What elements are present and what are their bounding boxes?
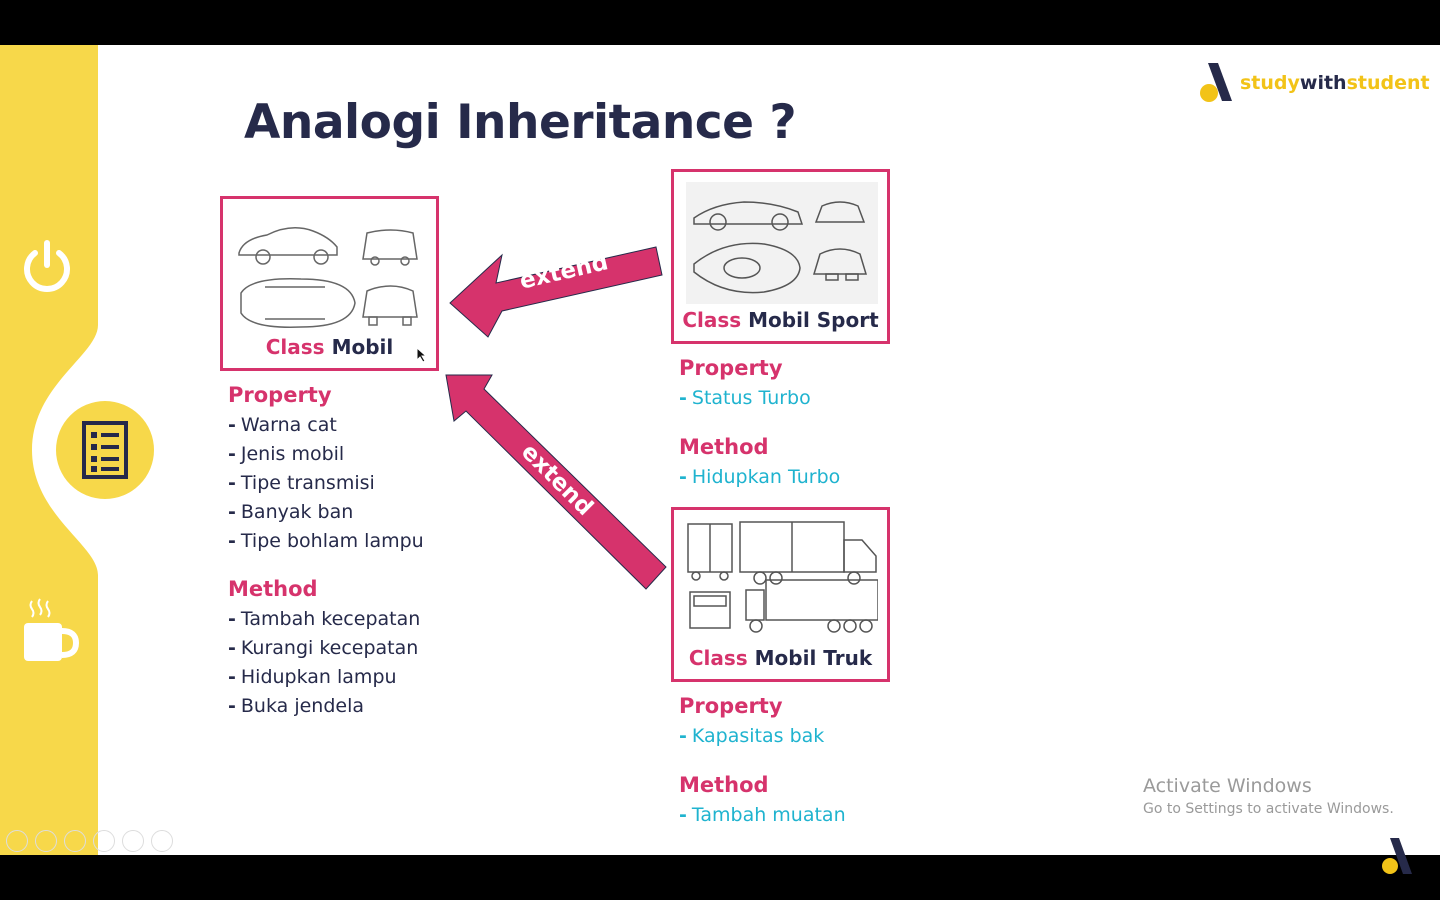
logo-text-study: study (1240, 72, 1300, 94)
list-item: -Kurangi kecepatan (228, 637, 419, 659)
slideshow-controls (6, 830, 173, 852)
extend-arrow-sport (449, 246, 663, 338)
list-item: -Tipe bohlam lampu (228, 530, 424, 552)
power-button[interactable] (16, 235, 78, 297)
class-mobil-truk-card: Class Mobil Truk (671, 507, 890, 682)
list-item: -Hidupkan lampu (228, 666, 397, 688)
logo-text-student: student (1346, 72, 1430, 94)
sport-method-block: Method -Hidupkan Turbo (679, 435, 840, 492)
agenda-button[interactable] (56, 401, 154, 499)
car-blueprint-image (238, 227, 418, 328)
class-mobil-sport-card: Class Mobil Sport (671, 169, 890, 344)
break-button[interactable] (18, 597, 80, 665)
truk-property-heading: Property (679, 694, 783, 718)
class-mobil-card: Class Mobil (220, 196, 439, 371)
activate-windows-title: Activate Windows (1143, 775, 1312, 797)
brand-logo: studywithstudent (1198, 61, 1430, 105)
top-letterbox (0, 0, 1440, 45)
coffee-icon (24, 598, 80, 661)
sport-property-heading: Property (679, 356, 783, 380)
previous-slide-icon[interactable] (6, 830, 28, 852)
zoom-icon[interactable] (122, 830, 144, 852)
class-mobil-truk-caption: Class Mobil Truk (688, 646, 873, 670)
list-item: -Tambah muatan (679, 804, 846, 826)
sport-method-heading: Method (679, 435, 769, 459)
mouse-cursor-icon (416, 347, 428, 363)
class-mobil-caption: Class Mobil (265, 335, 394, 359)
power-icon (24, 240, 70, 292)
next-slide-icon[interactable] (35, 830, 57, 852)
list-item: -Warna cat (228, 414, 337, 436)
slide-title: Analogi Inheritance ? (244, 95, 797, 150)
list-item: -Tipe transmisi (228, 472, 375, 494)
logo-text-with: with (1299, 72, 1347, 94)
mobil-property-heading: Property (228, 383, 332, 407)
activate-windows-subtitle: Go to Settings to activate Windows. (1143, 801, 1394, 817)
class-mobil-sport-caption: Class Mobil Sport (682, 308, 879, 332)
mobil-method-block: Method -Tambah kecepatan -Kurangi kecepa… (228, 577, 420, 721)
mobil-method-heading: Method (228, 577, 318, 601)
truck-blueprint-image (687, 521, 878, 633)
bottom-letterbox (0, 855, 1440, 900)
corner-brand-mark-icon (1382, 838, 1412, 874)
list-item: -Buka jendela (228, 695, 365, 717)
truk-method-heading: Method (679, 773, 769, 797)
sport-property-block: Property -Status Turbo (679, 356, 811, 413)
list-item: -Status Turbo (679, 387, 811, 409)
pen-tool-icon[interactable] (64, 830, 86, 852)
more-options-icon[interactable] (151, 830, 173, 852)
list-item: -Jenis mobil (228, 443, 345, 465)
truk-property-block: Property -Kapasitas bak (679, 694, 824, 751)
list-item: -Kapasitas bak (679, 725, 825, 747)
activate-windows-watermark: Activate Windows Go to Settings to activ… (1143, 775, 1394, 817)
list-item: -Banyak ban (228, 501, 354, 523)
extend-arrow-truk (445, 374, 667, 590)
truk-method-block: Method -Tambah muatan (679, 773, 846, 830)
see-all-slides-icon[interactable] (93, 830, 115, 852)
list-item: -Hidupkan Turbo (679, 466, 841, 488)
mobil-property-block: Property -Warna cat -Jenis mobil -Tipe t… (228, 383, 424, 556)
list-item: -Tambah kecepatan (228, 608, 421, 630)
presentation-slide: Analogi Inheritance ? studywithstudent (0, 45, 1440, 855)
sportscar-blueprint-image (693, 201, 868, 294)
checklist-icon (82, 421, 128, 479)
brand-mark-icon (1200, 63, 1232, 102)
